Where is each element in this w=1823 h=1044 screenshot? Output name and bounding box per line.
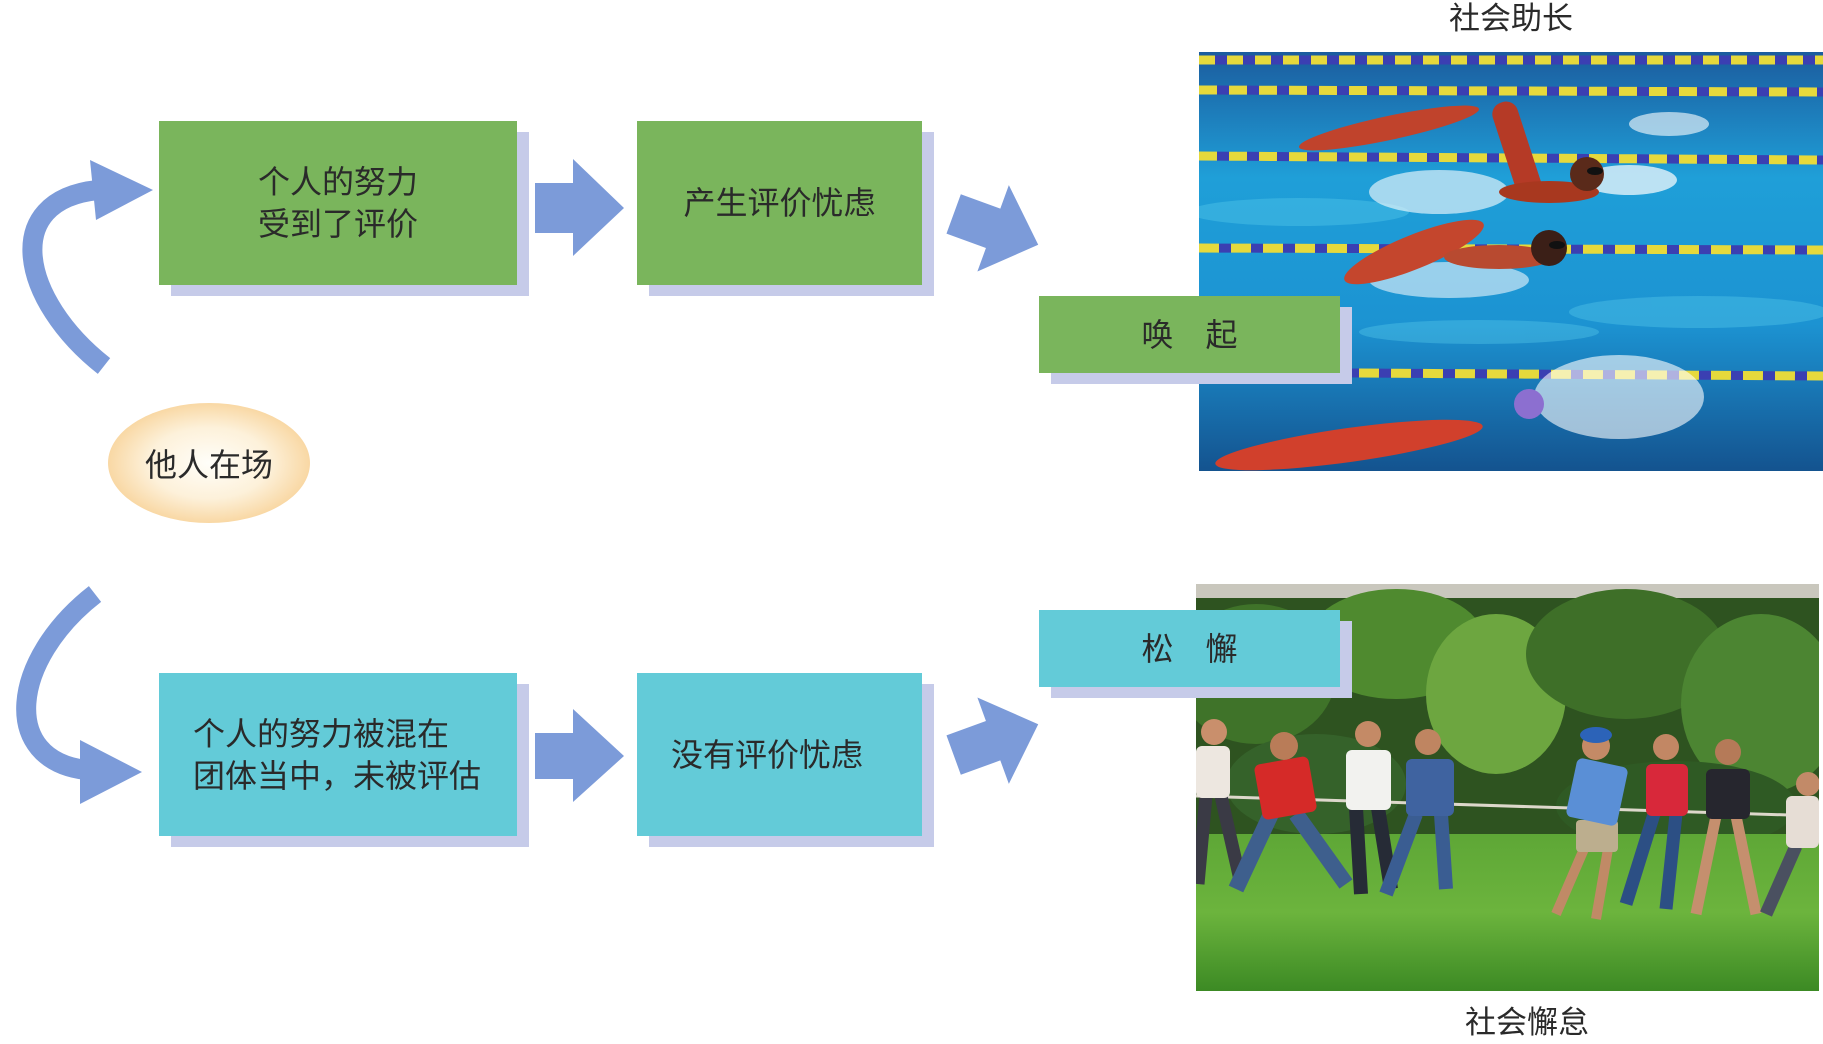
relaxation-box: 松 懈 (1039, 610, 1340, 687)
swimmer-head (1531, 230, 1567, 266)
no-evaluation-apprehension-label: 没有评价忧虑 (671, 735, 864, 774)
swimmer-arm-raised (1492, 101, 1542, 199)
curved-arrow-down-head (80, 740, 142, 804)
swimmer-body (1444, 245, 1554, 269)
arrow-right-top (535, 159, 624, 256)
social-facilitation-caption: 社会助长 (1449, 1, 1573, 37)
splash (1581, 165, 1677, 195)
evaluation-apprehension-box: 产生评价忧虑 (637, 121, 922, 285)
swimmer-goggles (1549, 241, 1565, 249)
shirt (1254, 756, 1317, 820)
social-loafing-caption: 社会懈怠 (1465, 1005, 1589, 1041)
effort-hidden-line1: 个人的努力被混在 (193, 714, 450, 753)
shirt (1346, 750, 1391, 810)
lawn (1196, 834, 1819, 991)
swimmer-body (1499, 181, 1599, 203)
head (1715, 739, 1741, 765)
relaxation-label: 松 懈 (1141, 629, 1238, 668)
shirt (1566, 758, 1628, 826)
head (1796, 772, 1819, 796)
lane-rope-blue (1199, 367, 1823, 381)
shirt (1646, 764, 1688, 816)
others-present-label: 他人在场 (144, 446, 273, 484)
swimmer-goggles (1587, 167, 1603, 175)
head (1270, 732, 1298, 760)
arrow-diagonal-up-right (946, 697, 1039, 784)
no-evaluation-apprehension-box: 没有评价忧虑 (637, 673, 922, 836)
others-present-ellipse: 他人在场 (108, 403, 310, 523)
head (1653, 734, 1679, 760)
curved-arrow-up-shaft (22, 180, 111, 374)
legs (1228, 809, 1353, 893)
ripple (1199, 198, 1409, 226)
head (1201, 719, 1227, 745)
shirt (1786, 796, 1819, 848)
ripple (1359, 320, 1599, 344)
head (1415, 729, 1441, 755)
swimmer-cap (1514, 389, 1544, 419)
splash (1369, 170, 1509, 214)
swimmer-arm (1215, 419, 1483, 471)
ripple (1569, 296, 1823, 328)
evaluation-apprehension-label: 产生评价忧虑 (683, 184, 876, 222)
swimmer-head (1570, 157, 1604, 191)
arousal-box: 唤 起 (1039, 296, 1340, 373)
evaluated-effort-box: 个人的努力 受到了评价 (159, 121, 517, 285)
shirt (1196, 746, 1230, 798)
legs (1619, 812, 1683, 910)
swimming-photo (1199, 52, 1823, 471)
lane-rope-yellow (1199, 85, 1823, 97)
legs (1690, 814, 1762, 916)
legs (1760, 843, 1802, 917)
evaluated-effort-line2: 受到了评价 (257, 205, 418, 243)
cap (1580, 727, 1612, 743)
swimmer-arm (1344, 219, 1484, 285)
person-far-left (1196, 719, 1248, 886)
lane-rope-yellow (1199, 243, 1823, 255)
head (1355, 721, 1381, 747)
evaluated-effort-line1: 个人的努力 (257, 163, 418, 201)
curved-arrow-up-head (90, 160, 153, 220)
person-dark-top (1690, 739, 1762, 916)
curved-arrow-down-shaft (16, 586, 102, 780)
effort-hidden-in-group-box: 个人的努力被混在 团体当中，未被评估 (159, 673, 517, 836)
swimmer-middle (1344, 219, 1567, 285)
shirt (1706, 769, 1750, 819)
swimmer-bottom (1215, 389, 1544, 471)
swimmer-top (1298, 101, 1604, 203)
person-red-shirt (1228, 732, 1353, 893)
effort-hidden-line2: 团体当中，未被评估 (193, 756, 482, 795)
person-far-right (1760, 772, 1819, 917)
person-blue-shirt (1379, 729, 1454, 897)
arrow-diagonal-down-right (946, 185, 1039, 272)
water-ripples (1199, 198, 1823, 344)
arousal-label: 唤 起 (1141, 315, 1238, 354)
splashes (1369, 112, 1709, 439)
splash (1629, 112, 1709, 136)
person-red-top (1619, 734, 1688, 910)
shirt (1406, 759, 1454, 816)
splash (1534, 355, 1704, 439)
foliage (1526, 589, 1726, 719)
swimmer-arm (1298, 105, 1480, 151)
arrow-right-bottom (535, 709, 624, 802)
shorts (1576, 820, 1618, 852)
person-blue-cap (1551, 727, 1628, 920)
legs (1551, 847, 1613, 920)
legs (1379, 811, 1453, 897)
